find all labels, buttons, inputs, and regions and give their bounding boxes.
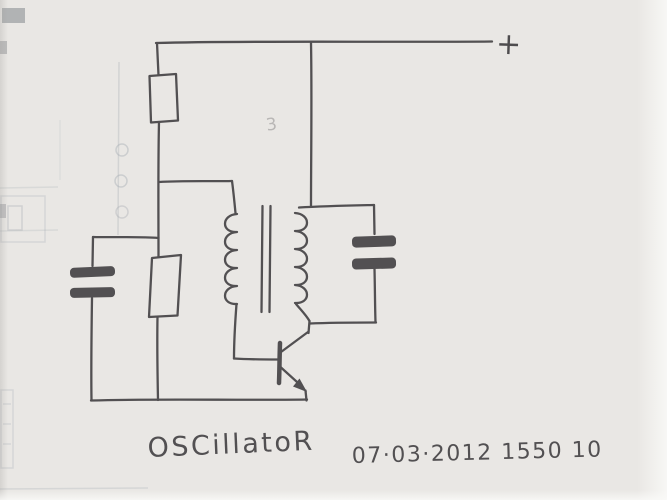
transistor-collector-line [279,330,310,354]
transformer-center [223,204,309,314]
wire-bottom-rail [89,398,309,402]
bleed-vertical-line [117,61,120,236]
capacitor-left [69,266,116,298]
transformer-right-winding [293,211,309,305]
faint-pencil-mark: 3 [265,114,279,135]
bleed-box-bottom [0,389,14,469]
wire-cap-right-bottom-lead [373,267,377,324]
wire-coil-bottom-connector [294,302,311,323]
wire-cap-left-top-lead [91,235,95,268]
wire-base-lead-h [232,357,280,361]
bleed-box-inner [7,205,23,231]
scanner-edge-mark-mid [0,204,6,218]
capacitor-right [351,235,397,270]
wire-cap-right-top-lead [372,203,376,236]
circuit-group [69,40,494,402]
wire-left-vertical-bottom [156,315,160,402]
wire-left-vertical-top [155,41,160,77]
caption-title: OSCillatoR [147,426,315,464]
bleed-circle-3 [115,205,129,219]
wire-cap-right-bottom-h [308,321,378,325]
scanner-edge-mark-left [0,41,7,54]
supply-plus-label: + [495,27,521,63]
scanner-edge-mark-top [2,8,25,23]
transistor-emitter-arrow [293,378,307,392]
capacitor-left-plate-bottom [69,287,116,298]
capacitor-right-plate-top [351,235,397,248]
bleed-circle-1 [115,143,129,157]
bleed-box-left [0,195,46,243]
transistor-bottom [276,330,310,392]
transformer-core-right-line [268,204,272,314]
wire-emitter-tail [304,389,308,402]
wire-base-lead-v [232,302,238,360]
bleed-hline-2 [0,229,59,232]
capacitor-right-plate-bottom [351,257,397,270]
bleed-hline-1 [0,186,59,189]
wire-top-rail [154,40,494,45]
bleed-circle-2 [114,174,128,188]
transistor-base-bar [276,340,283,386]
labels-group: + 3 OSCillatoR 07·03·2012 1550 10 [147,27,603,469]
wire-cap-left-branch [91,235,160,240]
wire-collector-node [307,319,311,335]
transformer-core-left-line [260,204,264,314]
wire-transformer-branch-v [230,179,237,215]
capacitor-left-plate-top [69,266,116,278]
wire-cap-left-bottom-lead [90,296,94,402]
wire-transformer-branch-h [157,179,234,184]
wire-left-vertical-mid [157,120,161,259]
transformer-left-winding [223,212,239,306]
edge-marks-group [0,8,25,218]
resistor-top [148,72,180,124]
bleed-through-group [0,61,149,490]
bleed-bottom-line [0,487,149,490]
wire-cap-right-top-h [297,203,376,209]
resistor-bottom [147,253,183,319]
